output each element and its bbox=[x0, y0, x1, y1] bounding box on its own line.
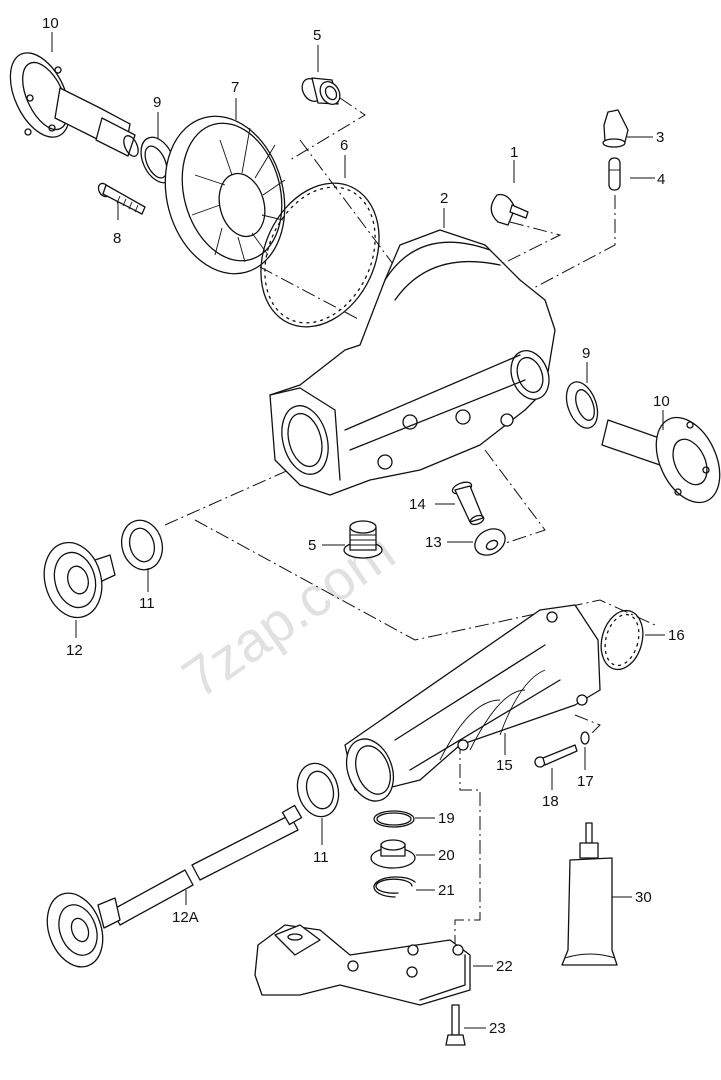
part-20-bushing[interactable] bbox=[370, 839, 416, 869]
part-10-flange-shaft-right[interactable] bbox=[601, 407, 721, 512]
callout-9-left: 9 bbox=[153, 94, 161, 111]
callout-16: 16 bbox=[668, 627, 685, 644]
callout-15: 15 bbox=[496, 757, 513, 774]
callout-11-upper: 11 bbox=[139, 595, 155, 612]
part-3-cap[interactable] bbox=[602, 109, 629, 148]
part-4-pin[interactable] bbox=[608, 157, 621, 191]
part-23-bolt[interactable] bbox=[445, 1004, 466, 1046]
callout-5-top: 5 bbox=[313, 27, 321, 44]
assembly-lines bbox=[164, 97, 656, 950]
callout-11-lower: 11 bbox=[313, 849, 329, 866]
callout-8: 8 bbox=[113, 230, 121, 247]
part-15-tube-housing[interactable] bbox=[338, 604, 601, 808]
callout-6: 6 bbox=[340, 137, 348, 154]
part-11-seal-lower[interactable] bbox=[292, 759, 345, 822]
callout-18: 18 bbox=[542, 793, 559, 810]
part-10-flange-shaft-left[interactable] bbox=[0, 44, 141, 159]
part-30-sealant-tube[interactable] bbox=[561, 822, 618, 966]
part-9-seal-right[interactable] bbox=[561, 378, 604, 433]
part-21-circlip[interactable] bbox=[373, 876, 416, 898]
callout-leaders bbox=[51, 32, 665, 1029]
callout-12: 12 bbox=[66, 642, 83, 659]
callout-13: 13 bbox=[425, 534, 442, 551]
part-12a-drive-shaft[interactable] bbox=[38, 804, 303, 974]
part-13-bushing[interactable] bbox=[470, 524, 510, 561]
part-5-plug-bottom[interactable] bbox=[343, 520, 383, 559]
callout-12a: 12A bbox=[172, 909, 199, 926]
part-17-washer[interactable] bbox=[580, 731, 590, 745]
callout-17: 17 bbox=[577, 773, 594, 790]
part-5-plug-top[interactable] bbox=[298, 75, 344, 108]
callout-9-right: 9 bbox=[582, 345, 590, 362]
part-6-gasket[interactable] bbox=[238, 164, 401, 346]
part-16-gasket[interactable] bbox=[595, 606, 649, 674]
part-12-flange[interactable] bbox=[36, 536, 116, 624]
callout-labels: 10 5 7 9 6 8 1 2 3 4 9 10 14 13 5 11 12 … bbox=[42, 15, 685, 1037]
part-2-final-drive-housing[interactable] bbox=[269, 229, 556, 496]
callout-20: 20 bbox=[438, 847, 455, 864]
part-7-cover[interactable] bbox=[148, 103, 301, 288]
callout-2: 2 bbox=[440, 190, 448, 207]
callout-1: 1 bbox=[510, 144, 518, 161]
part-14-sleeve[interactable] bbox=[451, 480, 485, 526]
part-1-breather-cap[interactable] bbox=[490, 193, 529, 226]
callout-10-right: 10 bbox=[653, 393, 670, 410]
callout-7: 7 bbox=[231, 79, 239, 96]
callout-30: 30 bbox=[635, 889, 652, 906]
callout-10-left: 10 bbox=[42, 15, 59, 32]
callout-3: 3 bbox=[656, 129, 664, 146]
callout-22: 22 bbox=[496, 958, 513, 975]
callout-14: 14 bbox=[409, 496, 426, 513]
part-22-mounting-bracket[interactable] bbox=[254, 924, 471, 1006]
part-11-seal-left[interactable] bbox=[116, 516, 168, 575]
part-8-bolt[interactable] bbox=[96, 181, 146, 215]
part-19-o-ring[interactable] bbox=[373, 810, 415, 828]
callout-21: 21 bbox=[438, 882, 455, 899]
callout-23: 23 bbox=[489, 1020, 506, 1037]
callout-19: 19 bbox=[438, 810, 455, 827]
part-18-bolt[interactable] bbox=[534, 744, 578, 768]
callout-5-bottom: 5 bbox=[308, 537, 316, 554]
callout-4: 4 bbox=[657, 171, 665, 188]
